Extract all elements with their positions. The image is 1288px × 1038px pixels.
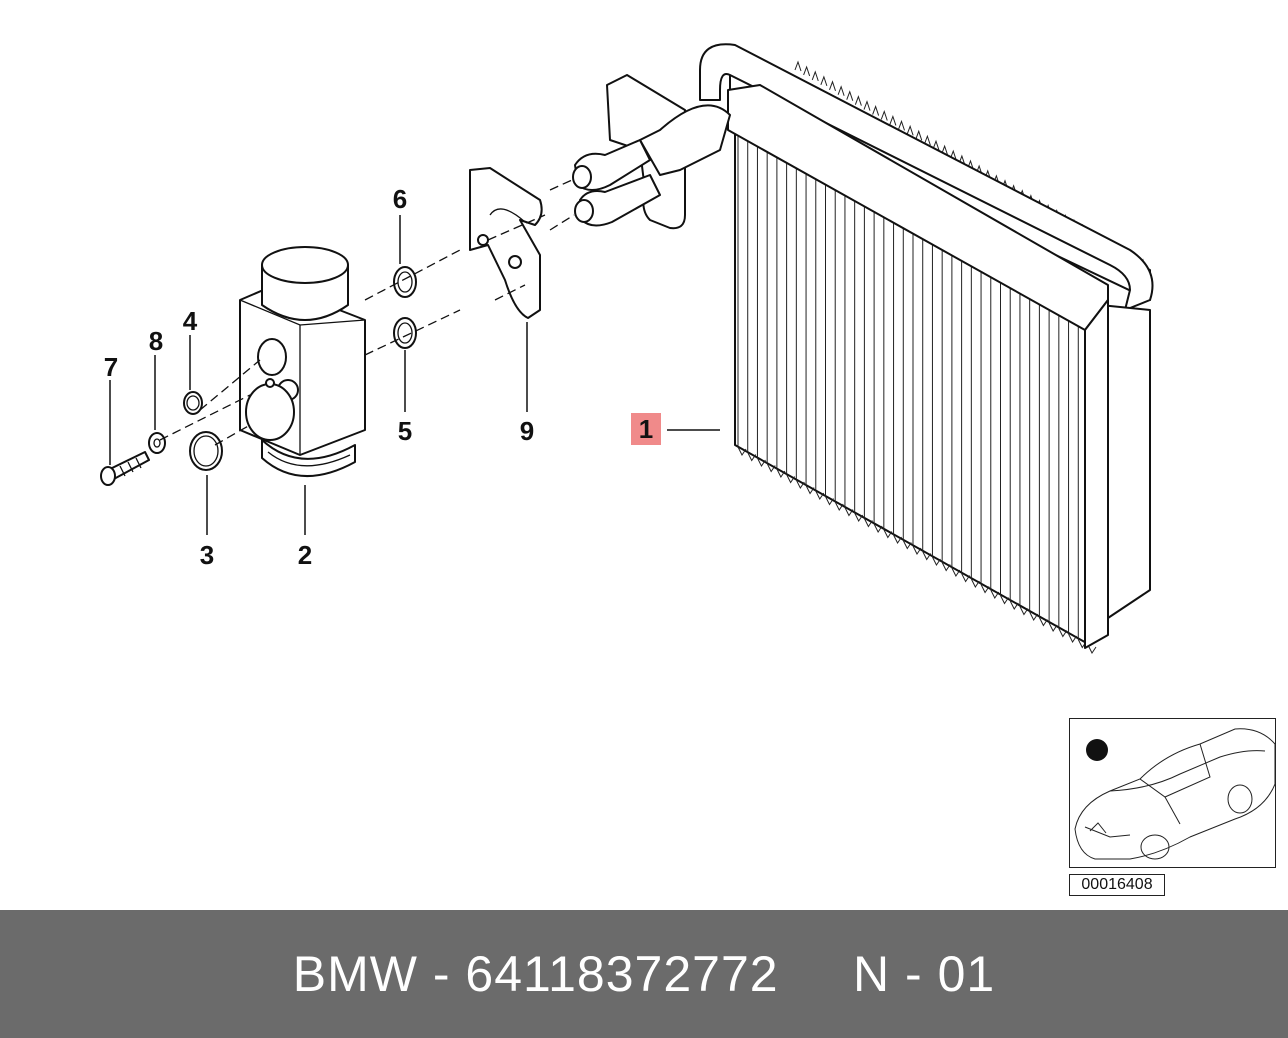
o-ring-4	[183, 391, 203, 415]
callout-5: 5	[398, 416, 412, 446]
footer-bar: BMW - 64118372772 N - 01	[0, 910, 1288, 1038]
fin-edge	[1019, 606, 1029, 616]
fin-edge	[902, 540, 912, 550]
evaporator-tooth	[898, 119, 905, 131]
fin-edge	[912, 545, 922, 555]
evaporator-tooth	[854, 95, 862, 106]
fin-edge	[980, 584, 990, 594]
expansion-valve	[239, 246, 366, 478]
evaporator-core	[699, 43, 1154, 654]
pipe-flange	[572, 74, 731, 230]
part-number-caption: BMW - 64118372772 N - 01	[292, 946, 996, 1002]
bolt-7	[100, 451, 150, 486]
evaporator-tooth	[829, 80, 836, 91]
assembly-lines	[159, 179, 575, 446]
location-dot-icon	[1086, 739, 1108, 761]
callout-9: 9	[520, 416, 534, 446]
fin-edge	[1087, 644, 1097, 654]
callout-3: 3	[200, 540, 214, 570]
fin-edge	[805, 485, 815, 495]
callout-4: 4	[183, 306, 198, 336]
evaporator-tooth	[880, 110, 888, 121]
fin-edge	[766, 463, 776, 473]
vehicle-locator-inset	[1069, 718, 1276, 868]
evaporator-tooth	[794, 60, 802, 72]
callout-1: 1	[638, 414, 654, 444]
fin-edge	[1009, 600, 1019, 610]
fin-edge	[747, 452, 757, 462]
fin-edge	[1038, 617, 1048, 627]
callout-1-highlight	[631, 413, 661, 445]
fin-edge	[1029, 611, 1039, 621]
fin-edge	[1048, 622, 1058, 632]
fin-edge	[883, 529, 893, 539]
fin-edge	[961, 573, 971, 583]
evaporator-tooth	[923, 134, 931, 146]
evaporator-tooth	[915, 129, 923, 141]
evaporator-tooth	[941, 144, 949, 156]
callout-8: 8	[149, 326, 163, 356]
o-ring-3	[189, 431, 223, 471]
fin-edge	[825, 496, 834, 506]
fin-edge	[776, 468, 786, 478]
evaporator-tooth	[811, 70, 819, 82]
evaporator-tooth	[846, 90, 854, 101]
bracket	[469, 167, 543, 319]
fin-edge	[941, 562, 951, 572]
fin-edge	[854, 512, 864, 522]
callout-7: 7	[104, 352, 118, 382]
o-ring-5	[393, 317, 417, 349]
fin-edge	[756, 457, 766, 467]
fin-edge	[873, 523, 883, 533]
fin-edge	[815, 490, 825, 500]
fin-edge	[1000, 595, 1009, 605]
fin-edge	[844, 507, 854, 517]
fin-edge	[863, 518, 873, 528]
diagram-reference-code: 00016408	[1069, 874, 1165, 896]
fin-edge	[1068, 633, 1077, 643]
evaporator-tooth	[889, 114, 897, 126]
evaporator-tooth	[837, 85, 845, 96]
fin-edge	[834, 501, 844, 511]
evaporator-tooth	[863, 100, 871, 111]
evaporator-tooth	[906, 124, 914, 136]
evaporator-tooth	[820, 75, 828, 87]
fin-edge	[795, 479, 805, 489]
evaporator-tooth	[872, 105, 880, 116]
fin-edge	[951, 567, 961, 577]
evaporator-tooth	[932, 139, 940, 151]
callout-2: 2	[298, 540, 312, 570]
parts-diagram: 6 5 4 8 7 3 2 9	[100, 43, 1154, 654]
fin-edge	[922, 551, 932, 561]
fin-edge	[786, 474, 796, 484]
evaporator-tooth	[803, 65, 811, 77]
fin-edge	[931, 556, 941, 566]
fin-edge	[1058, 628, 1068, 638]
callout-labels: 6 5 4 8 7 3 2 9	[104, 184, 534, 570]
fin-edge	[970, 578, 980, 588]
fin-edge	[737, 446, 747, 456]
callout-6: 6	[393, 184, 407, 214]
washer-8	[148, 432, 166, 454]
fin-edge	[893, 534, 902, 544]
o-ring-6	[393, 266, 417, 298]
leader-lines	[109, 215, 720, 535]
fin-edge	[990, 589, 1000, 599]
